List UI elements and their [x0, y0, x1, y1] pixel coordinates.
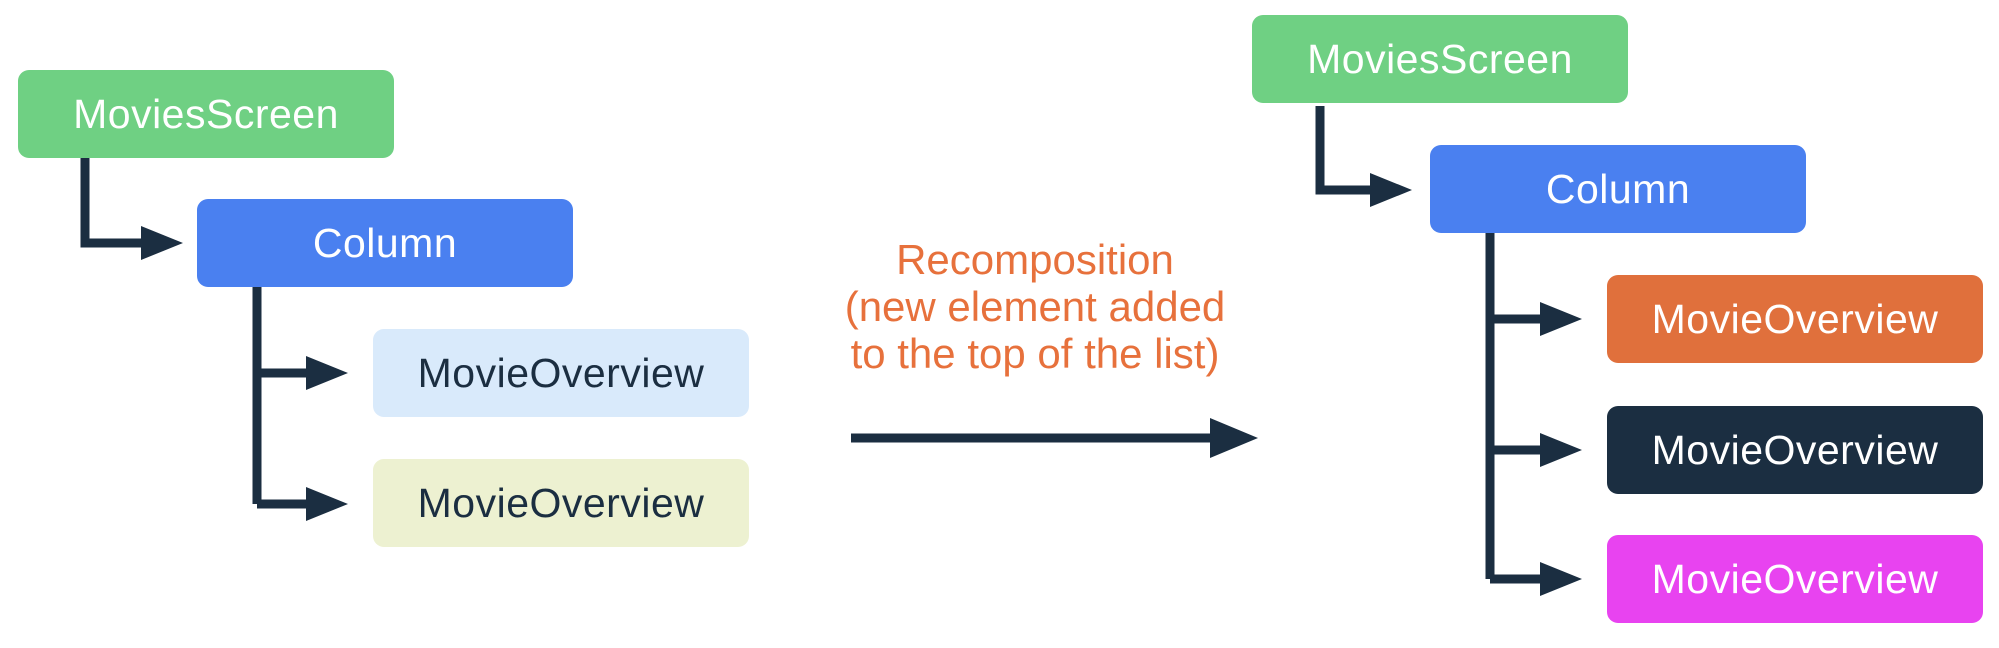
arrowhead-icon [1540, 562, 1582, 596]
recomposition-arrow [851, 418, 1258, 458]
before-root-to-column-connector [80, 158, 183, 260]
node-after-movieoverview-3: MovieOverview [1607, 535, 1983, 623]
node-after-movieoverview-2: MovieOverview [1607, 406, 1983, 494]
node-label: MovieOverview [1651, 426, 1939, 473]
node-label: MoviesScreen [1307, 35, 1573, 82]
annotation-line-2: (new element added [844, 283, 1226, 330]
node-label: Column [312, 219, 458, 266]
node-label: MoviesScreen [73, 90, 339, 137]
arrowhead-icon [306, 356, 348, 390]
recomposition-annotation: Recomposition (new element added to the … [810, 236, 1260, 377]
arrowhead-icon [1370, 173, 1412, 207]
elbow-line [80, 158, 141, 248]
annotation-line-1: Recomposition [896, 236, 1174, 283]
node-after-moviesscreen: MoviesScreen [1252, 15, 1628, 103]
before-column-to-children-connector [252, 287, 348, 521]
node-after-movieoverview-1: MovieOverview [1607, 275, 1983, 363]
node-before-movieoverview-1: MovieOverview [373, 329, 749, 417]
elbow-line [1315, 106, 1373, 195]
node-before-moviesscreen: MoviesScreen [18, 70, 394, 158]
node-after-column: Column [1430, 145, 1806, 233]
node-label: Column [1545, 165, 1691, 212]
arrowhead-icon [1540, 302, 1582, 336]
node-label: MovieOverview [417, 479, 705, 526]
node-label: MovieOverview [417, 349, 705, 396]
node-label: MovieOverview [1651, 295, 1939, 342]
annotation-line-3: to the top of the list) [850, 330, 1220, 377]
node-before-movieoverview-2: MovieOverview [373, 459, 749, 547]
node-label: MovieOverview [1651, 555, 1939, 602]
arrowhead-icon [1540, 433, 1582, 467]
arrowhead-icon [141, 226, 183, 260]
after-column-to-children-connector [1485, 233, 1582, 596]
arrowhead-icon [1210, 418, 1258, 458]
arrowhead-icon [306, 487, 348, 521]
node-before-column: Column [197, 199, 573, 287]
after-root-to-column-connector [1315, 106, 1412, 207]
